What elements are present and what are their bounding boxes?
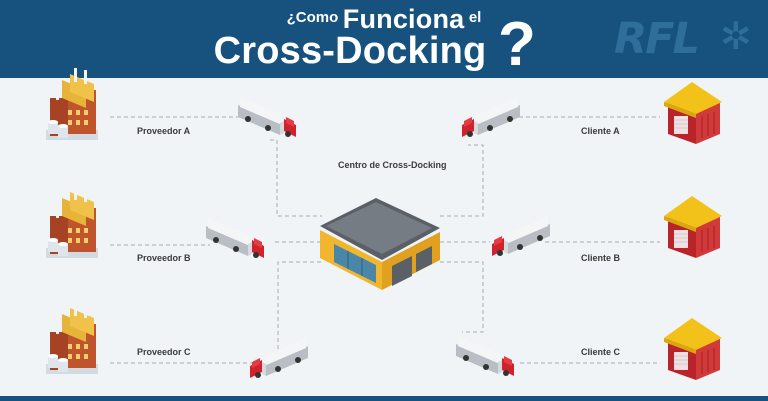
truck-icon-client-a — [462, 97, 520, 137]
supplier-label-a: Proveedor A — [137, 126, 191, 136]
footer-bar — [0, 396, 768, 401]
truck-icon-client-b — [492, 216, 550, 256]
supplier-label-b: Proveedor B — [137, 253, 191, 263]
factory-icon-a — [46, 68, 98, 140]
title-question-mark: ? — [498, 10, 536, 79]
company-logo: RFL — [614, 14, 700, 64]
store-icon-c — [663, 317, 723, 381]
warehouse-icon — [320, 198, 440, 290]
truck-icon-client-c — [456, 336, 514, 376]
client-label-c: Cliente C — [581, 347, 621, 357]
store-icon-a — [663, 81, 723, 145]
title-suffix: el — [468, 9, 482, 26]
truck-icon-supplier-c — [250, 338, 308, 378]
title-prefix: ¿Como — [286, 9, 339, 26]
store-icon-b — [663, 195, 723, 259]
center-label: Centro de Cross-Docking — [338, 160, 447, 170]
title-line-1: ¿Como Funciona el — [0, 4, 768, 35]
header-banner: ¿Como Funciona el Cross-Docking ? RFL ✲ — [0, 0, 768, 78]
client-label-b: Cliente B — [581, 253, 621, 263]
title-main-word: Funciona — [342, 4, 465, 34]
truck-icon-supplier-b — [206, 218, 264, 258]
title-line-2: Cross-Docking — [213, 30, 487, 72]
connector-lines — [110, 116, 660, 364]
factory-icon-b — [46, 186, 98, 258]
truck-icon-supplier-a — [238, 97, 296, 137]
factory-icon-c — [46, 302, 98, 374]
supplier-label-c: Proveedor C — [137, 347, 191, 357]
client-label-a: Cliente A — [581, 126, 620, 136]
logo-star-icon: ✲ — [720, 16, 752, 58]
